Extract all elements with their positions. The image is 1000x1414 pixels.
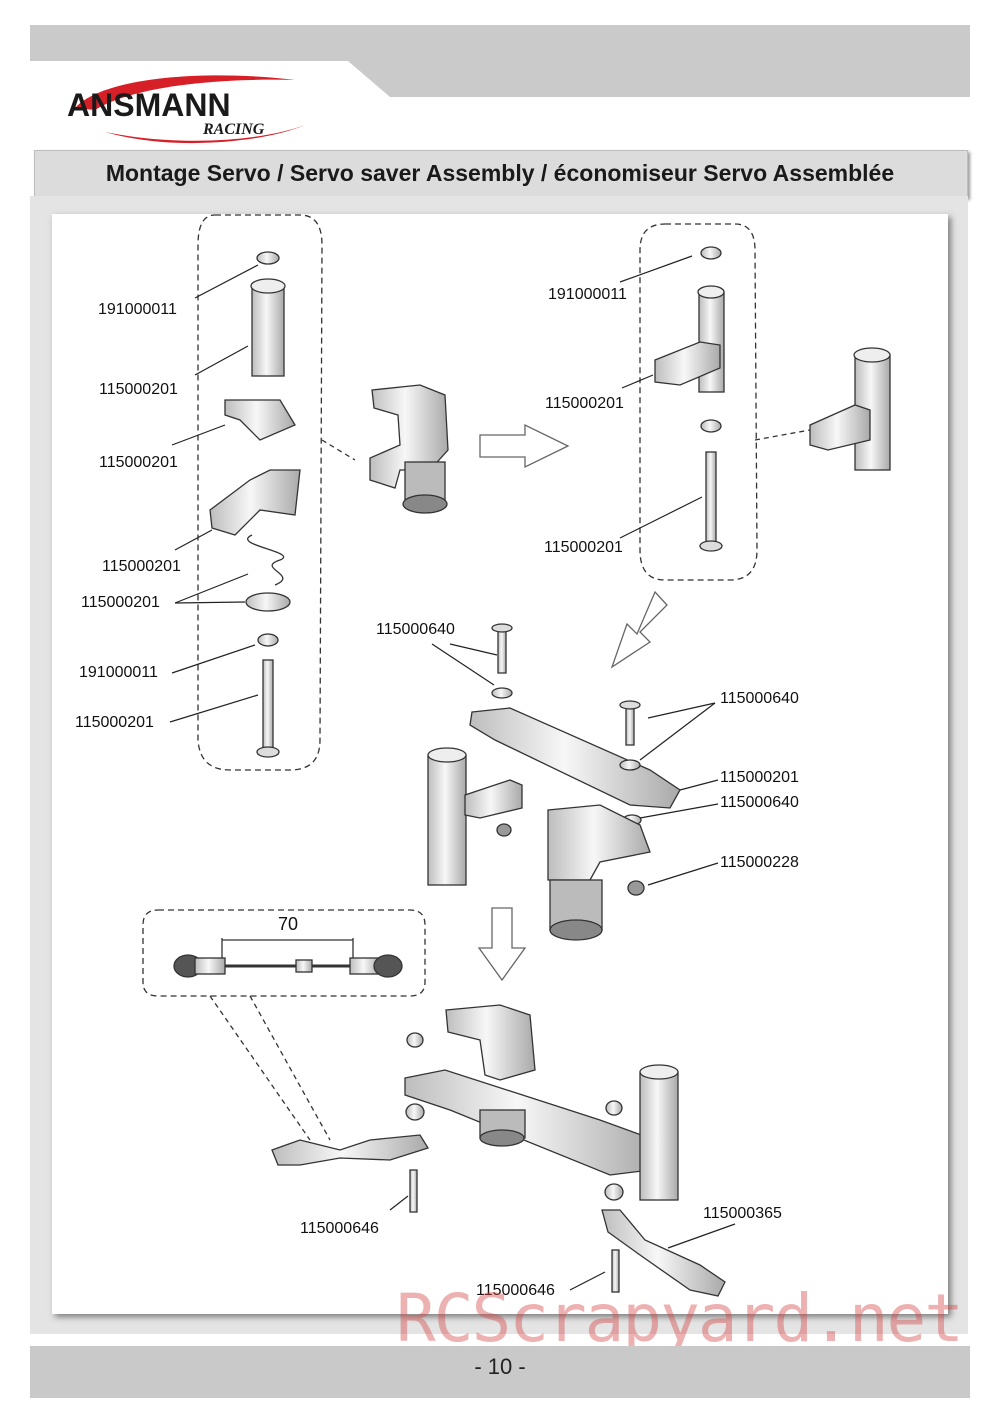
page-title: Montage Servo / Servo saver Assembly / é… — [105, 160, 895, 186]
brand-sub: RACING — [202, 121, 265, 138]
part-label: 115000201 — [99, 381, 178, 398]
part-label: 115000640 — [720, 690, 799, 707]
part-label: 115000640 — [720, 794, 799, 811]
part-label: 191000011 — [548, 286, 627, 303]
part-label: 115000201 — [545, 395, 624, 412]
part-label: 115000646 — [476, 1282, 555, 1299]
part-label: 115000201 — [102, 558, 181, 575]
watermark: RCScrapyard.net — [396, 1280, 964, 1357]
brand-name: ANSMANN — [67, 87, 231, 123]
part-label: 115000201 — [99, 454, 178, 471]
brand-logo: ANSMANN RACING — [65, 70, 315, 150]
part-label: 191000011 — [79, 664, 158, 681]
part-label: 115000646 — [300, 1220, 379, 1237]
part-label: 115000228 — [720, 854, 799, 871]
part-label: 115000201 — [81, 594, 160, 611]
dimension-label: 70 — [278, 914, 299, 934]
page-number: - 10 - — [474, 1354, 526, 1379]
part-label: 115000201 — [544, 539, 623, 556]
header-band — [30, 25, 970, 97]
part-label: 115000640 — [376, 621, 455, 638]
part-label: 115000201 — [720, 769, 799, 786]
part-label: 115000365 — [703, 1205, 782, 1222]
part-label: 115000201 — [75, 714, 154, 731]
part-label: 191000011 — [98, 301, 177, 318]
footer-band — [30, 1346, 970, 1398]
